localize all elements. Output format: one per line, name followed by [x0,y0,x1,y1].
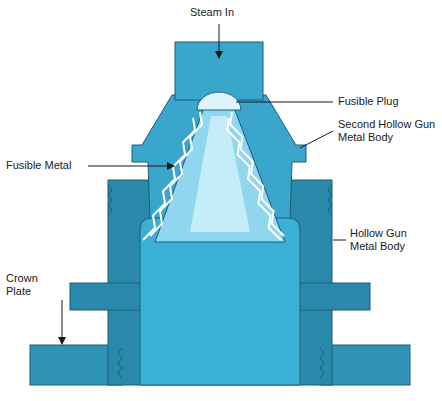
flow-arrow [219,24,220,58]
part-label: Fusible Plug [338,95,438,108]
leader-line [236,102,333,103]
part-label: Steam In [190,6,270,19]
screw-thread [320,348,324,378]
screw-thread [108,185,112,215]
fusible-plug-dome [197,92,241,110]
part-label: Fusible Metal [6,159,86,172]
leader-line [88,166,174,167]
leader-line [300,131,333,148]
part-label: Hollow Gun Metal Body [350,227,430,253]
fusible-metal-zigzag [143,118,195,240]
leader-lines [62,24,346,344]
fusible-metal-zigzag [230,112,284,236]
part-label: Crown Plate [6,272,56,298]
fusible-metal-zigzag [227,118,281,240]
screw-thread [328,185,332,215]
cone-highlight [190,116,250,232]
crown-plate [320,345,410,385]
leader-line [333,240,346,241]
screw-thread [118,348,122,378]
leader-line [62,300,63,344]
part-label: Second Hollow Gun Metal Body [338,118,438,144]
fusible-metal [143,112,284,240]
inner-bore [140,218,300,385]
